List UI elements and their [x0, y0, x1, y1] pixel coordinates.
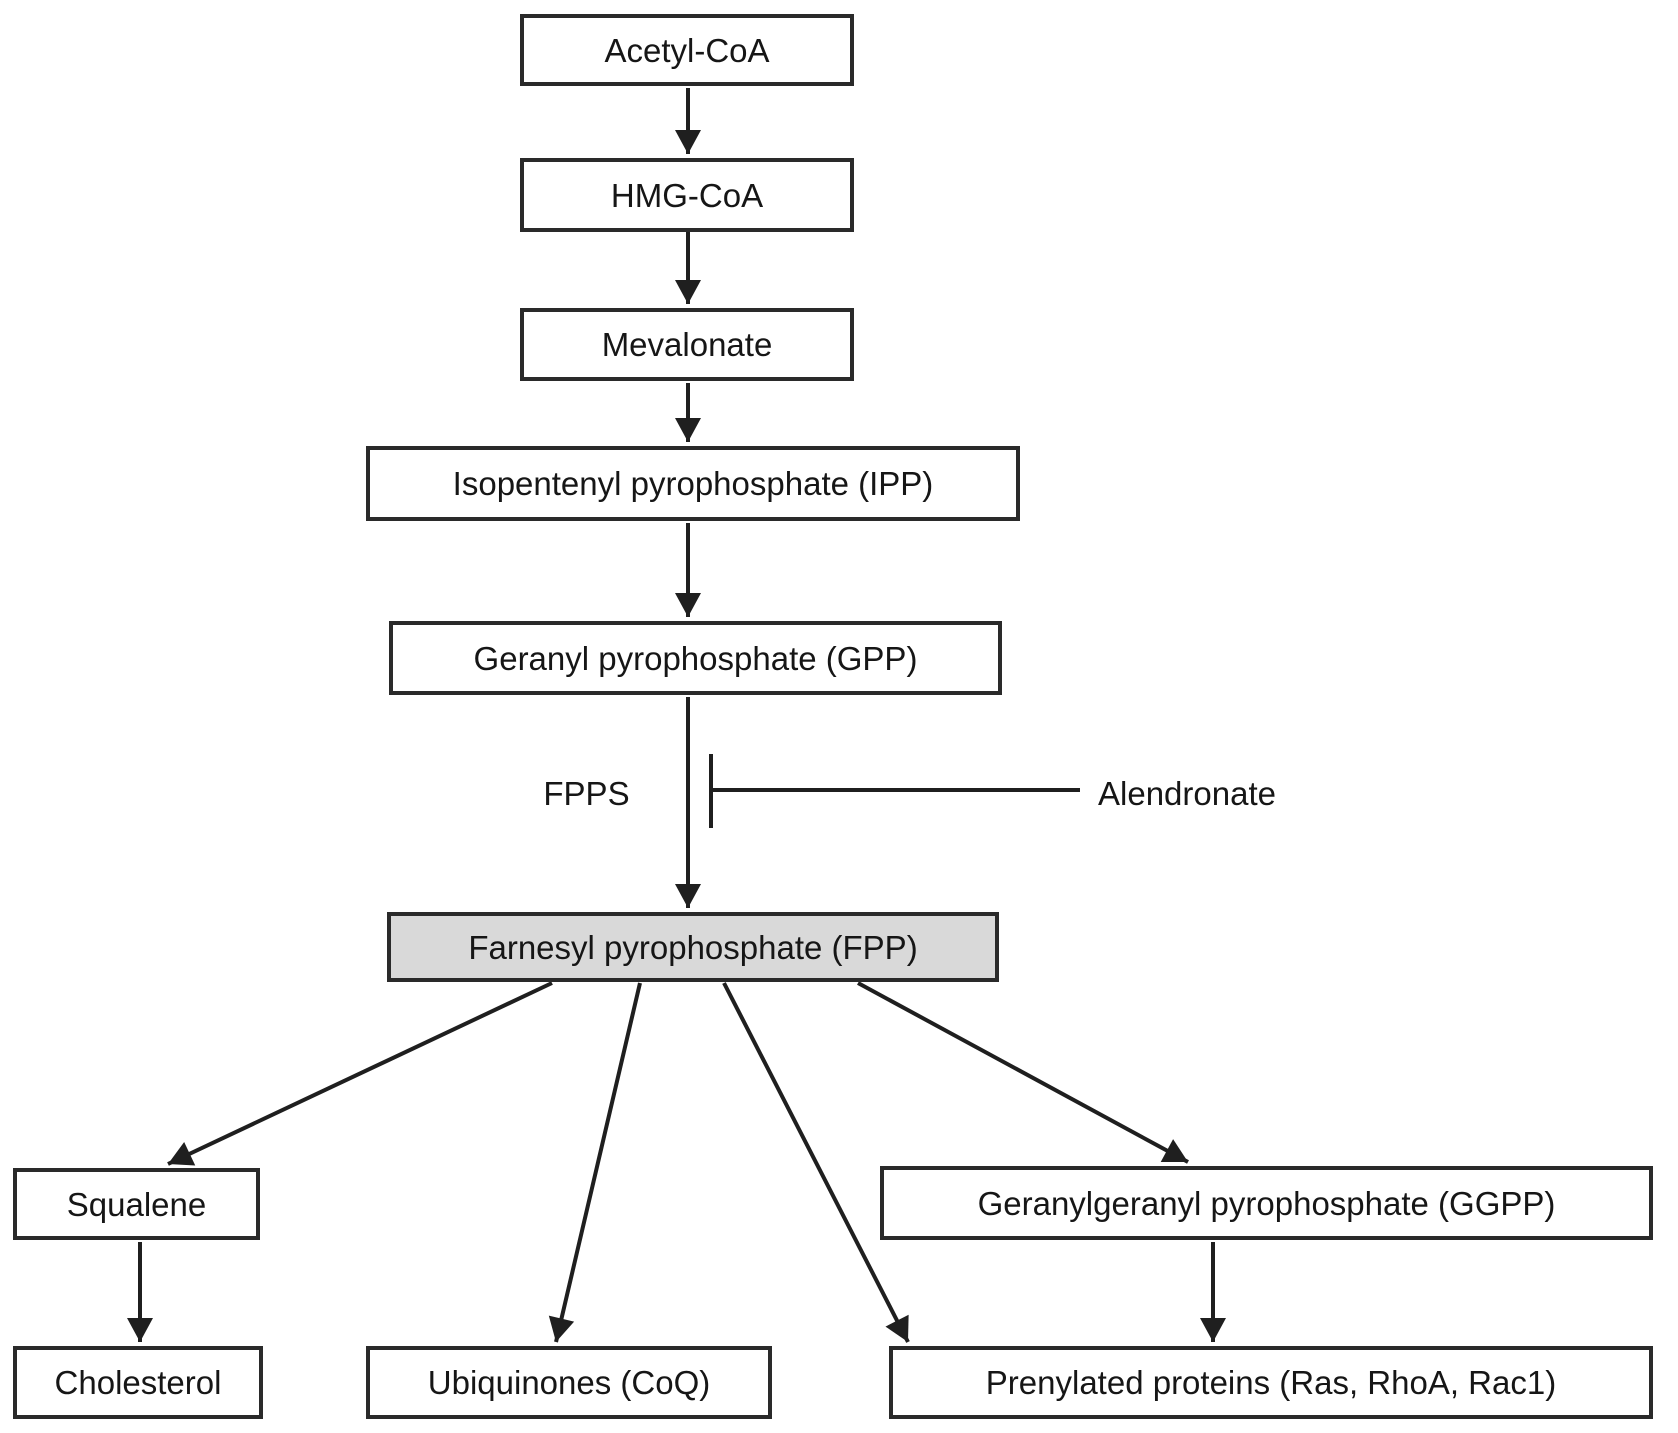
node-ggpp-label: Geranylgeranyl pyrophosphate (GGPP) [977, 1184, 1556, 1222]
node-ubiquinones: Ubiquinones (CoQ) [366, 1346, 772, 1419]
node-acetyl-coa: Acetyl-CoA [520, 14, 854, 86]
node-fpp-label: Farnesyl pyrophosphate (FPP) [468, 928, 918, 966]
node-cholesterol-label: Cholesterol [54, 1364, 222, 1401]
edge-fpp-to-ggpp-line [857, 981, 1189, 1164]
node-ipp-label: Isopentenyl pyrophosphate (IPP) [452, 465, 934, 502]
node-squalene-label: Squalene [66, 1185, 207, 1223]
node-geranyl-pyrophosphate: Geranyl pyrophosphate (GPP) [389, 621, 1002, 695]
node-farnesyl-pyrophosphate: Farnesyl pyrophosphate (FPP) [387, 912, 999, 982]
node-isopentenyl-pyrophosphate: Isopentenyl pyrophosphate (IPP) [366, 446, 1020, 521]
inhibitor-label-alendronate: Alendronate [1098, 775, 1276, 812]
node-squalene: Squalene [13, 1168, 260, 1240]
node-acetyl-coa-label: Acetyl-CoA [604, 31, 770, 69]
node-mevalonate-label: Mevalonate [601, 326, 773, 363]
edge-fpp-to-squalene-line [167, 981, 553, 1166]
edge-fpp-to-ubiquinones-line [548, 982, 642, 1343]
node-ubiquinones-label: Ubiquinones (CoQ) [427, 1364, 711, 1401]
node-hmg-coa-label: HMG-CoA [610, 176, 764, 214]
node-mevalonate: Mevalonate [520, 308, 854, 381]
enzyme-label-fpps: FPPS [543, 775, 630, 812]
node-cholesterol: Cholesterol [13, 1346, 263, 1419]
edge-fpp-to-prenylated-line [722, 982, 910, 1343]
node-prenylated-proteins-label: Prenylated proteins (Ras, RhoA, Rac1) [985, 1364, 1557, 1401]
node-gpp-label: Geranyl pyrophosphate (GPP) [473, 639, 918, 677]
node-geranylgeranyl-pyrophosphate: Geranylgeranyl pyrophosphate (GGPP) [880, 1166, 1653, 1240]
node-hmg-coa: HMG-CoA [520, 158, 854, 232]
node-prenylated-proteins: Prenylated proteins (Ras, RhoA, Rac1) [889, 1346, 1653, 1419]
